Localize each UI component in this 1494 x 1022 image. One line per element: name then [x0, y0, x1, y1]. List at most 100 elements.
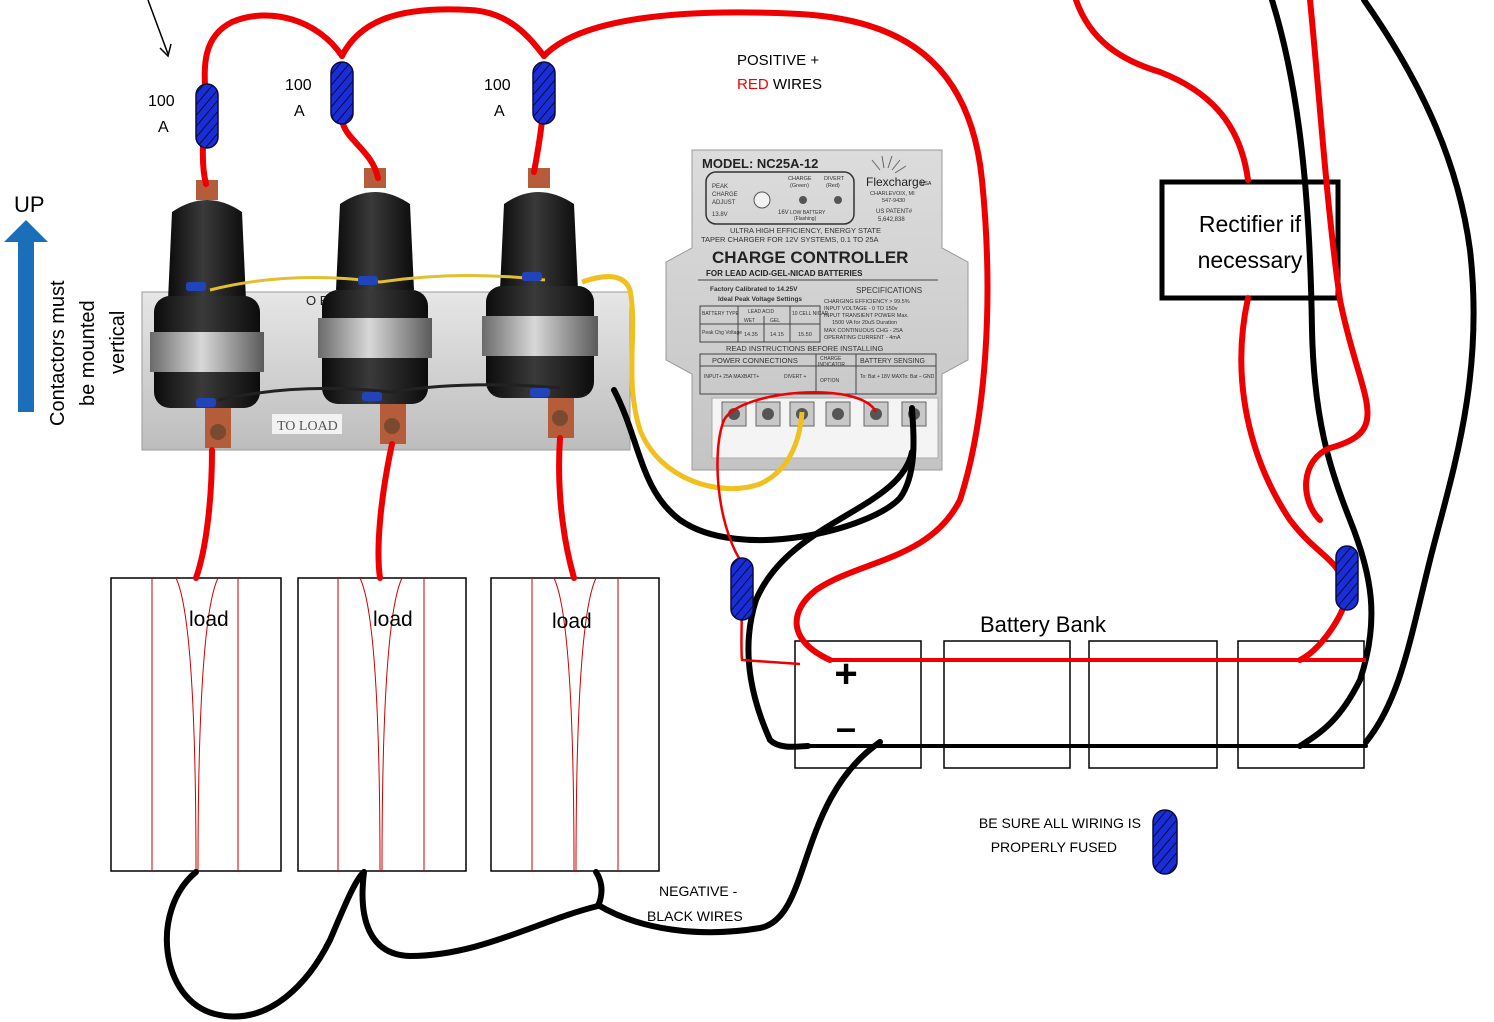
fuse-3: [532, 61, 556, 125]
load-2: [297, 577, 467, 872]
pointer-arrow: [147, 0, 172, 58]
svg-text:14.35: 14.35: [744, 332, 758, 338]
svg-text:INPUT VOLTAGE - 0 TO 150v: INPUT VOLTAGE - 0 TO 150v: [824, 306, 898, 312]
svg-text:MAX CONTINUOUS CHG - 25A: MAX CONTINUOUS CHG - 25A: [824, 328, 903, 334]
brand-address-2: 547-9430: [882, 198, 905, 204]
fuse-2: [330, 61, 354, 125]
positive-wires-suffix: WIRES: [769, 76, 822, 93]
battery-bank-label: Battery Bank: [980, 612, 1107, 637]
peak-label-3: ADJUST: [712, 200, 736, 206]
svg-text:vertical: vertical: [107, 311, 129, 374]
crimp-connectors: [186, 272, 550, 407]
rectifier-label-2: necessary: [1198, 247, 1303, 273]
screw-terminals: [711, 397, 939, 459]
fuse-legend-icon: [1152, 809, 1178, 875]
negative-wires-label-2: BLACK WIRES: [647, 908, 743, 924]
range-high: 16V: [778, 210, 789, 216]
peak-label-1: PEAK: [712, 184, 728, 190]
brand-name: Flexcharge: [866, 175, 926, 189]
brand-suffix: USA: [921, 181, 932, 187]
fuse-rating-3-value: 100: [484, 77, 511, 94]
contactor-3: [482, 168, 598, 438]
controller-subtitle: FOR LEAD ACID-GEL-NICAD BATTERIES: [706, 269, 863, 278]
divert-led-label: DIVERT: [824, 176, 845, 182]
plate-label-load-box: [272, 414, 342, 434]
battery-minus-label: –: [836, 707, 856, 748]
sun-logo-icon: [871, 155, 907, 174]
svg-text:WET: WET: [744, 318, 755, 324]
positive-wires-label-1: POSITIVE +: [737, 52, 819, 69]
svg-text:DIVERT +: DIVERT +: [784, 374, 807, 380]
fuse-rating-2-unit: A: [294, 103, 305, 120]
svg-text:INPUT TRANSIENT POWER Max.: INPUT TRANSIENT POWER Max.: [824, 313, 909, 319]
svg-text:BATT+: BATT+: [744, 374, 759, 380]
fuse-controller: [730, 557, 754, 621]
brand-address-1: CHARLEVOIX, MI: [870, 191, 915, 197]
svg-text:be mounted: be mounted: [77, 300, 99, 406]
low-battery-note: (Flashing): [794, 216, 817, 222]
charge-controller: MODEL: NC25A-12 PEAK CHARGE ADJUST 13.8V…: [665, 149, 969, 471]
peak-adjust-box: [705, 171, 855, 225]
terminal-block-labels: POWER CONNECTIONS CHARGE INDICATOR BATTE…: [699, 353, 937, 395]
negative-wires-label-1: NEGATIVE -: [659, 883, 738, 899]
fuse-rectifier: [1335, 545, 1359, 611]
svg-text:CHARGING EFFICIENCY > 99.5%: CHARGING EFFICIENCY > 99.5%: [824, 299, 910, 305]
svg-text:To: Bat – GND: To: Bat – GND: [902, 374, 935, 380]
charge-led: [799, 196, 807, 204]
contactor-1: [150, 180, 264, 448]
read-instructions: READ INSTRUCTIONS BEFORE INSTALLING: [726, 344, 884, 353]
svg-text:CHARGE: CHARGE: [820, 356, 842, 362]
svg-text:BATTERY TYPE: BATTERY TYPE: [702, 311, 740, 317]
svg-text:POWER CONNECTIONS: POWER CONNECTIONS: [712, 356, 798, 365]
rectifier-label-1: Rectifier if: [1199, 211, 1302, 237]
charge-led-color: (Green): [790, 183, 809, 189]
positive-wires-label-2: RED WIRES: [737, 76, 822, 93]
svg-text:OPERATING CURRENT - 4mA: OPERATING CURRENT - 4mA: [824, 335, 901, 341]
load-3: [490, 577, 660, 872]
voltage-table: BATTERY TYPE LEAD ACID 10 CELL NICAD WET…: [699, 305, 829, 343]
svg-text:OPTION: OPTION: [820, 378, 840, 384]
svg-text:10 CELL NICAD: 10 CELL NICAD: [792, 311, 829, 317]
contactor-2: [318, 168, 432, 444]
charge-led-label: CHARGE: [788, 176, 812, 182]
sense-wire: [581, 274, 805, 492]
svg-text:15.50: 15.50: [798, 332, 812, 338]
patent-label: US PATENT#: [876, 209, 913, 215]
divert-led-color: (Red): [826, 183, 840, 189]
tagline-1: ULTRA HIGH EFFICIENCY, ENERGY STATE: [730, 226, 881, 235]
svg-text:Peak Chg Voltage: Peak Chg Voltage: [702, 330, 742, 336]
svg-text:1500 VA for 20uS Duration: 1500 VA for 20uS Duration: [832, 320, 897, 326]
specs-title: SPECIFICATIONS: [856, 286, 922, 295]
fuses: [195, 61, 1359, 875]
range-low: 13.8V: [712, 212, 728, 218]
plate-label-load: TO LOAD: [277, 419, 338, 434]
fuse-rating-2-value: 100: [285, 77, 312, 94]
divert-led: [834, 196, 842, 204]
controller-title: CHARGE CONTROLLER: [712, 248, 908, 267]
load-3-label: load: [552, 610, 592, 633]
load-2-label: load: [373, 608, 413, 631]
up-label: UP: [14, 192, 45, 217]
low-battery-label: LOW BATTERY: [790, 210, 826, 216]
patent-number: 5,642,838: [878, 217, 905, 223]
negative-wires: [163, 0, 1477, 1020]
svg-text:LEAD ACID: LEAD ACID: [748, 309, 775, 315]
ideal-note: Ideal Peak Voltage Settings: [718, 296, 802, 303]
svg-text:BATTERY SENSING: BATTERY SENSING: [860, 358, 925, 365]
contactor-panel: O BA TO LOAD: [141, 168, 631, 451]
coil-jumper-wire: [209, 273, 546, 292]
specs-list: CHARGING EFFICIENCY > 99.5% INPUT VOLTAG…: [824, 299, 910, 341]
coil-jumper-wire-2: [217, 383, 561, 402]
svg-text:GEL: GEL: [770, 318, 780, 324]
svg-text:INDICATOR: INDICATOR: [818, 362, 845, 368]
factory-note: Factory Calibrated to 14.25V: [710, 286, 798, 293]
fuse-rating-1-unit: A: [158, 119, 169, 136]
positive-wires-red-word: RED: [737, 76, 769, 93]
tagline-2: TAPER CHARGER FOR 12V SYSTEMS, 0.1 TO 25…: [701, 235, 879, 244]
controller-model: MODEL: NC25A-12: [702, 156, 818, 171]
svg-text:To: Bat + 18V MAX: To: Bat + 18V MAX: [860, 374, 903, 380]
peak-label-2: CHARGE: [712, 192, 738, 198]
contactors-note: Contactors must be mounted vertical: [47, 280, 129, 426]
fuse-1: [195, 83, 219, 149]
